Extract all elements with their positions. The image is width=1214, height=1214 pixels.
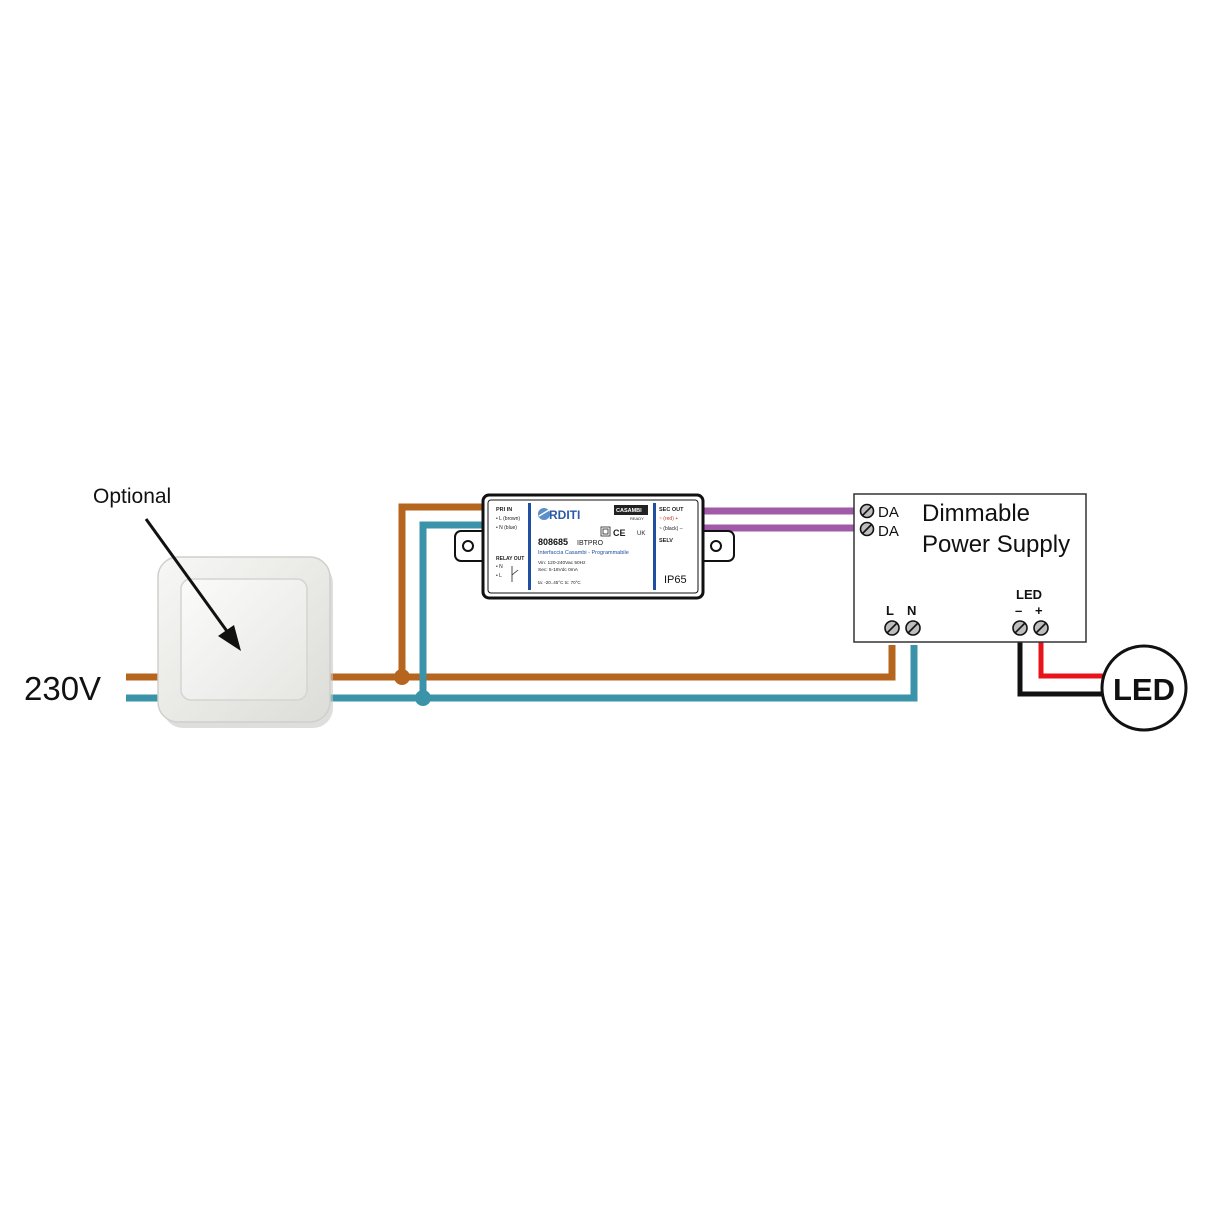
module-body-inner <box>487 499 699 594</box>
da-label-1: DA <box>878 504 899 521</box>
da-label-2: DA <box>878 523 899 540</box>
switch-rocker <box>180 578 308 701</box>
screw-terminal-icon <box>905 620 921 636</box>
module-badge-text: CASAMBI <box>616 508 642 514</box>
screw-terminal-icon <box>859 503 875 519</box>
screw-terminal-icon <box>1012 620 1028 636</box>
power-supply-title-2: Power Supply <box>922 531 1070 558</box>
brown-wire-module <box>398 503 486 677</box>
module-badge <box>614 505 648 515</box>
module-spec-2: Sec: 5-16Vdc 0mA <box>538 567 579 573</box>
n-label: N <box>907 603 916 618</box>
module-sec-out: SEC OUT <box>659 507 684 513</box>
optional-label: Optional <box>93 485 171 508</box>
led-lamp-circle <box>1100 644 1188 732</box>
module-stripe-left <box>528 503 531 590</box>
module-pri-l: • L (brown) <box>496 516 520 522</box>
cert-marks-icon: CE UK <box>600 526 645 538</box>
module-pri-in: PRI IN <box>496 507 512 513</box>
power-supply: DA DA Dimmable Power Supply L N LED – + <box>853 493 1087 643</box>
minus-label: – <box>1015 603 1022 618</box>
module-description: Interfaccia Casambi - Programmabile <box>538 550 629 556</box>
module-body <box>481 493 705 600</box>
led-lamp-label: LED <box>1113 672 1175 707</box>
module-logo-icon <box>538 508 550 520</box>
arrow-icon <box>144 518 241 651</box>
module-brand: RDITI <box>549 508 580 522</box>
relay-symbol-icon <box>511 566 519 582</box>
screw-terminal-icon <box>859 521 875 537</box>
module-spec-1: Vin: 120-240Vac 50Hz <box>538 560 586 566</box>
module-model: 808685 <box>538 537 568 547</box>
brown-junction <box>394 669 410 685</box>
module-ip-rating: IP65 <box>664 574 687 586</box>
wires <box>126 503 1103 706</box>
module-sec-minus: ~ (black) – <box>659 526 683 532</box>
module-ear-right-hole <box>710 540 722 552</box>
module-relay-n: • N <box>496 564 503 570</box>
module-pri-n: • N (blue) <box>496 525 517 531</box>
power-supply-title-1: Dimmable <box>922 500 1030 527</box>
svg-text:UK: UK <box>637 531 645 537</box>
red-wire <box>1038 638 1103 679</box>
brown-wire <box>126 645 896 681</box>
blue-wire-module <box>419 521 486 698</box>
svg-text:CE: CE <box>613 528 626 538</box>
wall-switch-icon <box>157 556 333 728</box>
screw-terminal-icon <box>884 620 900 636</box>
blue-junction <box>415 690 431 706</box>
plus-label: + <box>1035 603 1043 618</box>
module-selv: SELV <box>659 538 673 544</box>
power-supply-box <box>853 493 1087 643</box>
casambi-module: PRI IN • L (brown) • N (blue) RELAY OUT … <box>454 493 735 600</box>
module-badge-sub: READY <box>630 516 644 521</box>
voltage-label: 230V <box>24 670 101 707</box>
module-model-name: IBTPRO <box>577 540 604 547</box>
black-wire <box>1017 638 1103 697</box>
module-sec-plus: ~ (red) + <box>659 516 678 522</box>
blue-wire <box>126 645 918 702</box>
led-lamp-icon: LED <box>1100 644 1188 732</box>
l-label: L <box>886 603 894 618</box>
screw-terminal-icon <box>1033 620 1049 636</box>
module-stripe-right <box>653 503 656 590</box>
module-spec-3: ta: -20..45°C tc: 70°C <box>538 580 581 585</box>
module-relay-out: RELAY OUT <box>496 556 524 562</box>
module-relay-l: • L <box>496 573 502 579</box>
module-ear-left-hole <box>462 540 474 552</box>
led-output-label: LED <box>1016 587 1042 602</box>
